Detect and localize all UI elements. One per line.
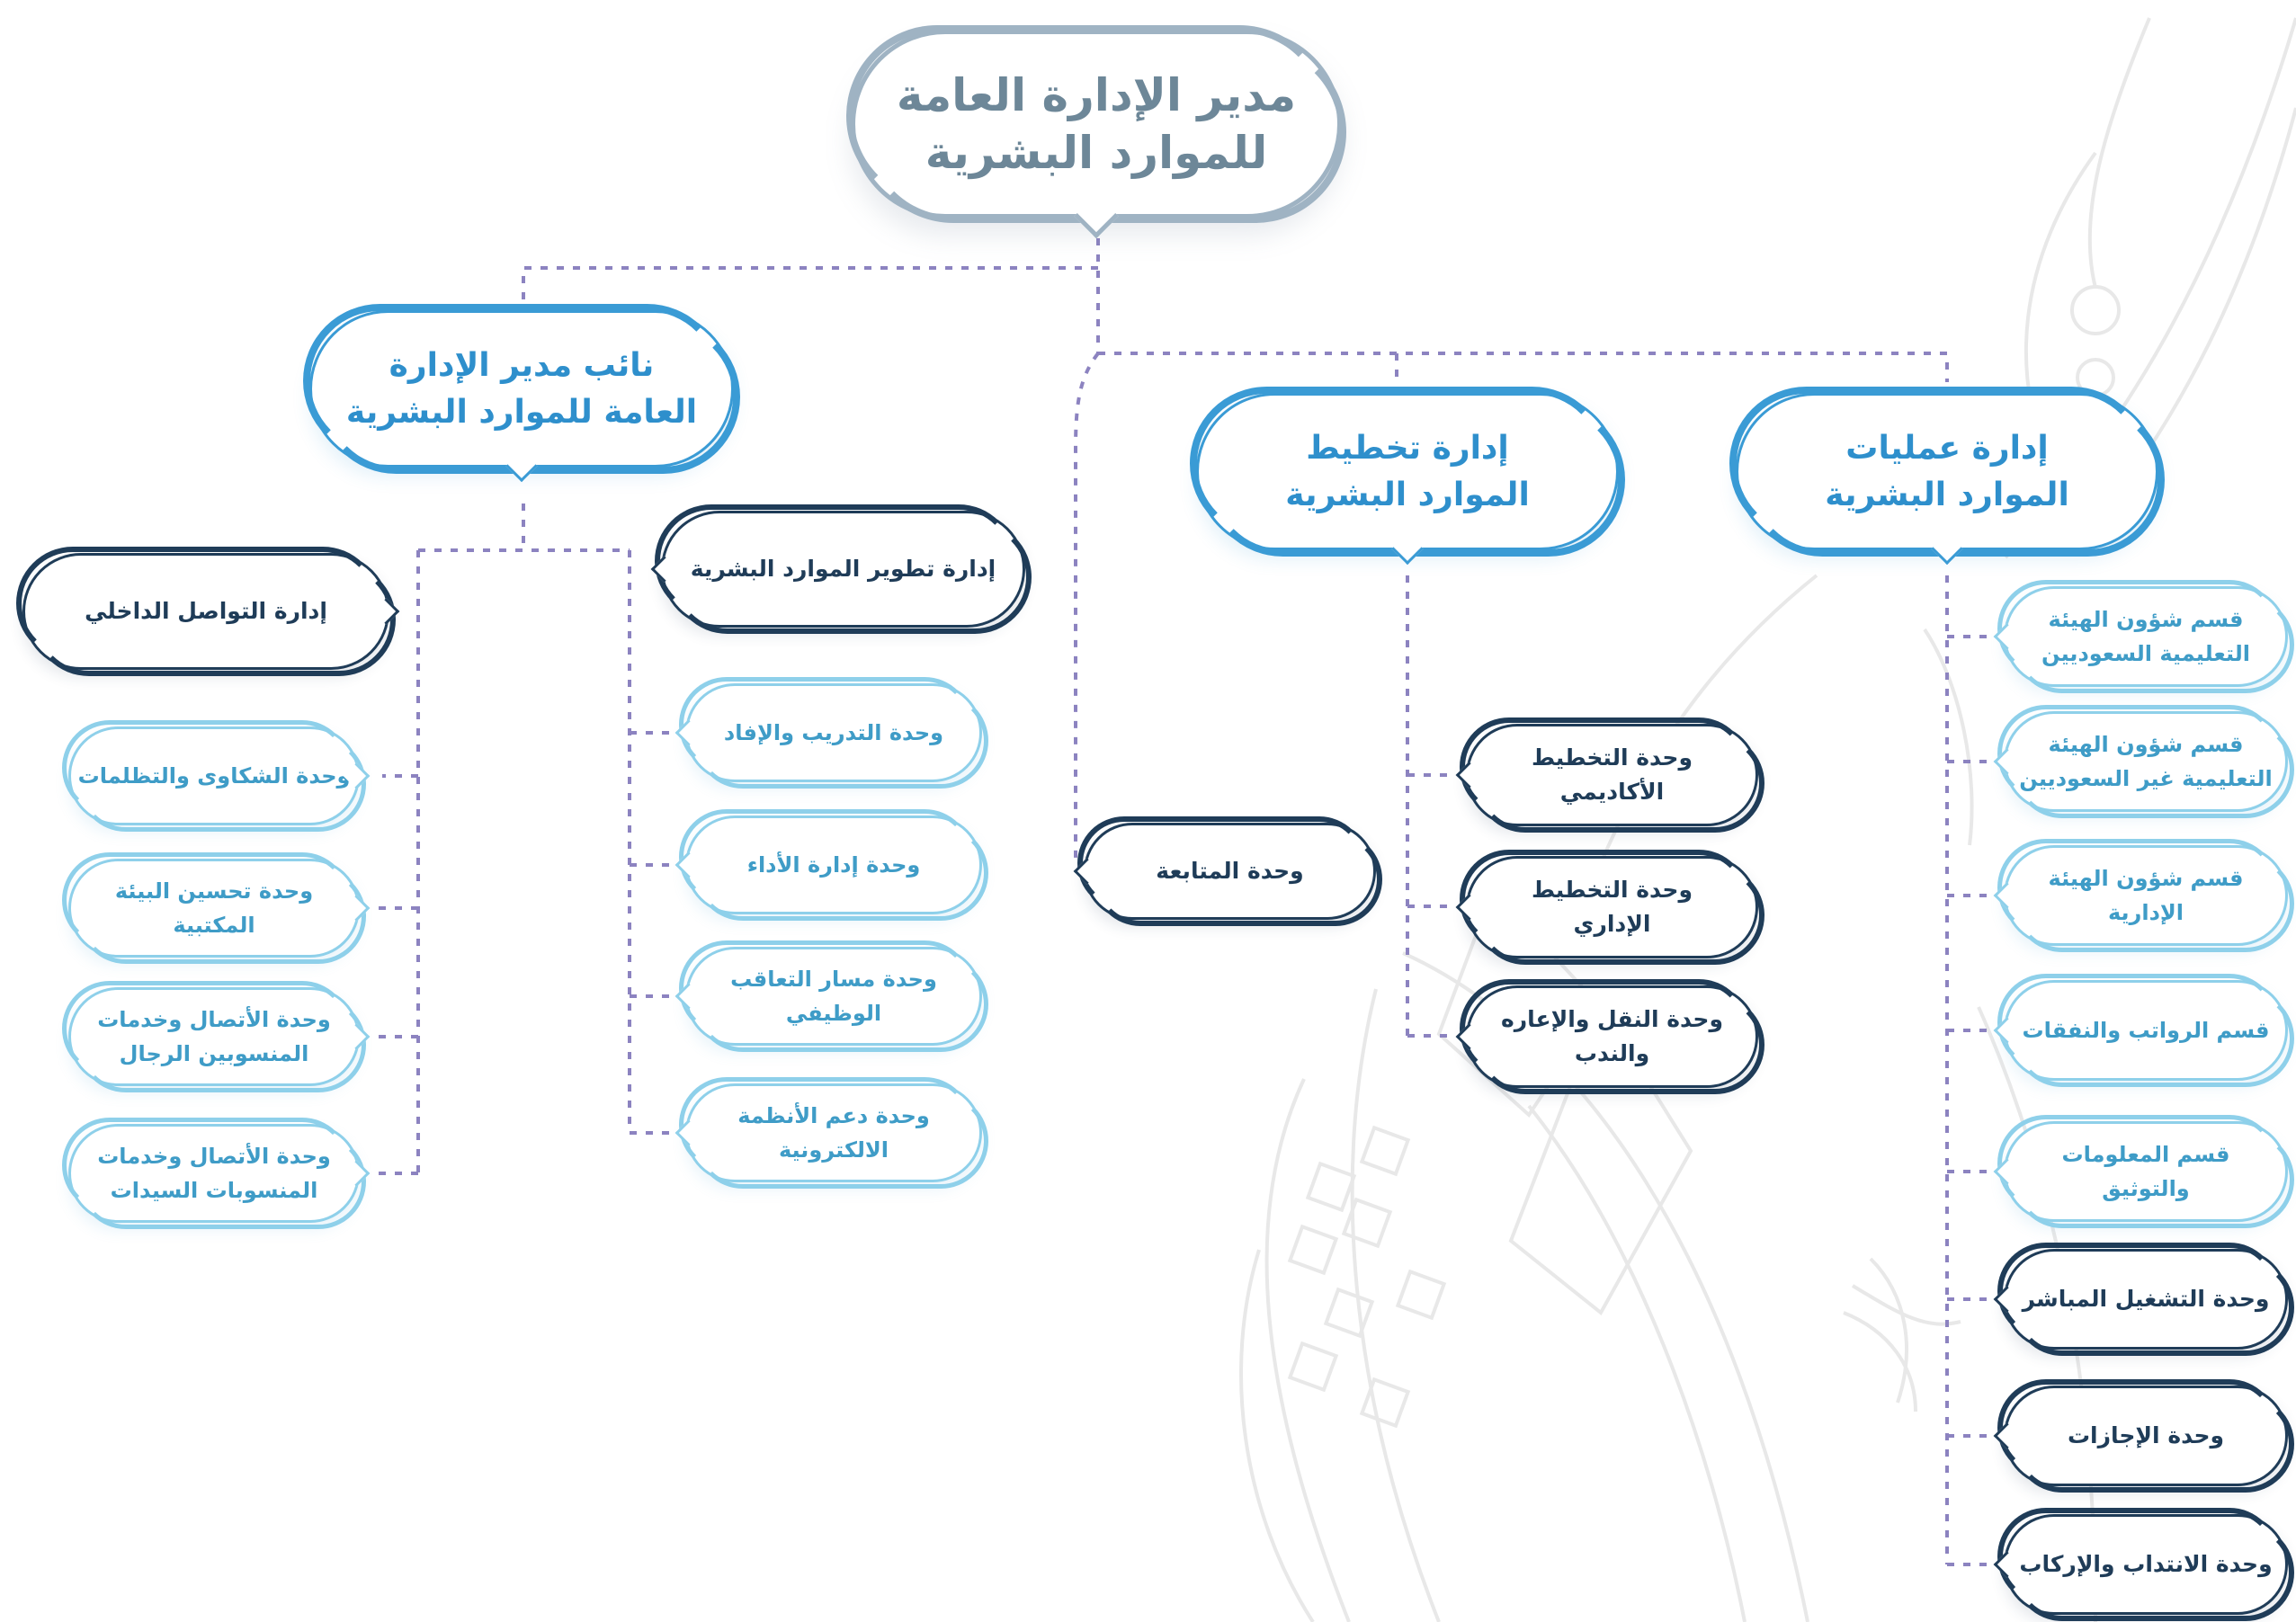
dev-unit-4: وحدة دعم الأنظمة الالكترونية	[675, 1077, 988, 1189]
connector-root-to-deputy	[522, 266, 1098, 306]
internal-communication-title: إدارة التواصل الداخلي	[85, 598, 327, 624]
hr-development-node: إدارة تطوير الموارد البشرية	[650, 504, 1032, 634]
internal-communication-node: إدارة التواصل الداخلي	[16, 547, 400, 676]
operations-unit-5: قسم المعلومات والتوثيق	[1993, 1115, 2294, 1228]
follow-up-unit-title: وحدة المتابعة	[1156, 858, 1304, 884]
root-node: مدير الإدارة العامة للموارد البشرية	[846, 25, 1346, 239]
planning-unit-2: وحدة التخطيط الإداري	[1455, 850, 1764, 965]
dev-unit-2: وحدة إدارة الأداء	[675, 809, 988, 921]
dev-unit-3: وحدة مسار التعاقب الوظيفي	[675, 940, 988, 1052]
operations-unit-1: قسم شؤون الهيئة التعليمية السعوديين	[1993, 580, 2294, 693]
planning-node: إدارة تخطيط الموارد البشرية	[1190, 387, 1625, 566]
follow-up-unit-node: وحدة المتابعة	[1073, 816, 1382, 926]
hr-development-title: إدارة تطوير الموارد البشرية	[690, 556, 996, 582]
operations-unit-7: وحدة الإجازات	[1993, 1379, 2294, 1493]
deputy-node-title: نائب مدير الإدارة العامة للموارد البشرية	[345, 346, 698, 431]
connector-trunk-bar	[1098, 352, 1949, 382]
dev-unit-1: وحدة التدريب والإفاد	[675, 677, 988, 789]
planning-unit-1: وحدة التخطيط الأكاديمي	[1455, 717, 1764, 833]
deputy-node: نائب مدير الإدارة العامة للموارد البشرية	[303, 304, 740, 483]
operations-unit-8: وحدة الانتداب والإركاب	[1993, 1508, 2294, 1621]
operations-unit-2: قسم شؤون الهيئة التعليمية غير السعوديين	[1993, 705, 2294, 818]
connector-trunk-to-follow-up	[1074, 352, 1100, 872]
planning-unit-3: وحدة النقل والإعاره والندب	[1455, 979, 1764, 1094]
internal-unit-1: وحدة الشكاوى والتظلمات	[62, 720, 371, 832]
operations-node: إدارة عمليات الموارد البشرية	[1729, 387, 2165, 566]
internal-unit-3: وحدة الأتصال وخدمات المنسوبين الرجال	[62, 981, 371, 1092]
operations-unit-3: قسم شؤون الهيئة الإدارية	[1993, 839, 2294, 952]
operations-unit-6: وحدة التشغيل المباشر	[1993, 1243, 2294, 1356]
planning-node-title: إدارة تخطيط الموارد البشرية	[1285, 429, 1530, 513]
root-node-title: مدير الإدارة العامة للموارد البشرية	[896, 69, 1297, 179]
internal-unit-4: وحدة الأتصال وخدمات المنسوبات السيدات	[62, 1118, 371, 1229]
operations-unit-4: قسم الرواتب والنفقات	[1993, 974, 2294, 1087]
operations-node-title: إدارة عمليات الموارد البشرية	[1825, 429, 2069, 513]
internal-unit-2: وحدة تحسين البيئة المكتبية	[62, 852, 371, 964]
